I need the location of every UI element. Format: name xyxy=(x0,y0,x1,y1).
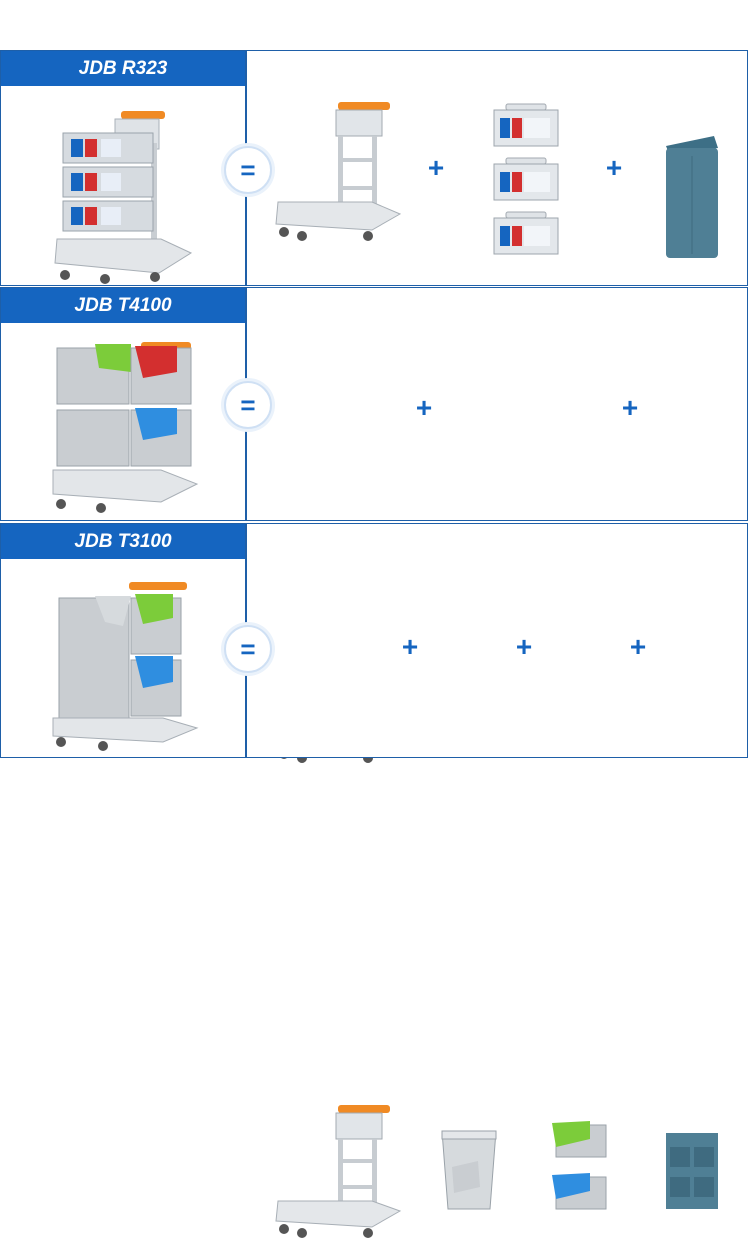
plus-icon: + xyxy=(621,392,639,423)
model-label: JDB T4100 xyxy=(1,288,245,323)
plus-icon: + xyxy=(515,631,533,662)
storage-box-image xyxy=(493,103,559,255)
components-panel xyxy=(246,523,748,758)
organizer-pouch-image xyxy=(666,1133,718,1209)
product-panel: JDB R323 xyxy=(0,50,246,286)
plus-icon: + xyxy=(415,392,433,423)
plus-icon: + xyxy=(629,631,647,662)
cleaning-trolley-image xyxy=(52,582,199,751)
product-panel: JDB T4100 xyxy=(0,287,246,521)
plus-icon: + xyxy=(401,631,419,662)
equals-icon: = xyxy=(224,381,272,429)
model-label: JDB T3100 xyxy=(1,524,245,559)
cleaning-trolley-image xyxy=(54,111,193,284)
product-panel: JDB T3100 xyxy=(0,523,246,758)
row-t4100: JDB T4100 = + + xyxy=(0,287,750,763)
cleaning-trolley-image xyxy=(52,342,199,513)
equals-icon: = xyxy=(224,146,272,194)
plus-icon: + xyxy=(427,152,445,183)
equals-icon: = xyxy=(224,625,272,673)
trolley-frame-image xyxy=(275,102,402,241)
row-t3100: JDB T3100 = + + + xyxy=(0,523,750,1238)
plus-icon: + xyxy=(605,152,623,183)
sorting-bin-image xyxy=(552,1121,607,1210)
model-label: JDB R323 xyxy=(1,51,245,86)
components-panel xyxy=(246,287,748,521)
trolley-frame-image xyxy=(275,1105,402,1238)
tall-bin-image xyxy=(441,1130,497,1210)
cloth-bag-image xyxy=(666,136,718,258)
row-r323: JDB R323 = + xyxy=(0,50,750,286)
